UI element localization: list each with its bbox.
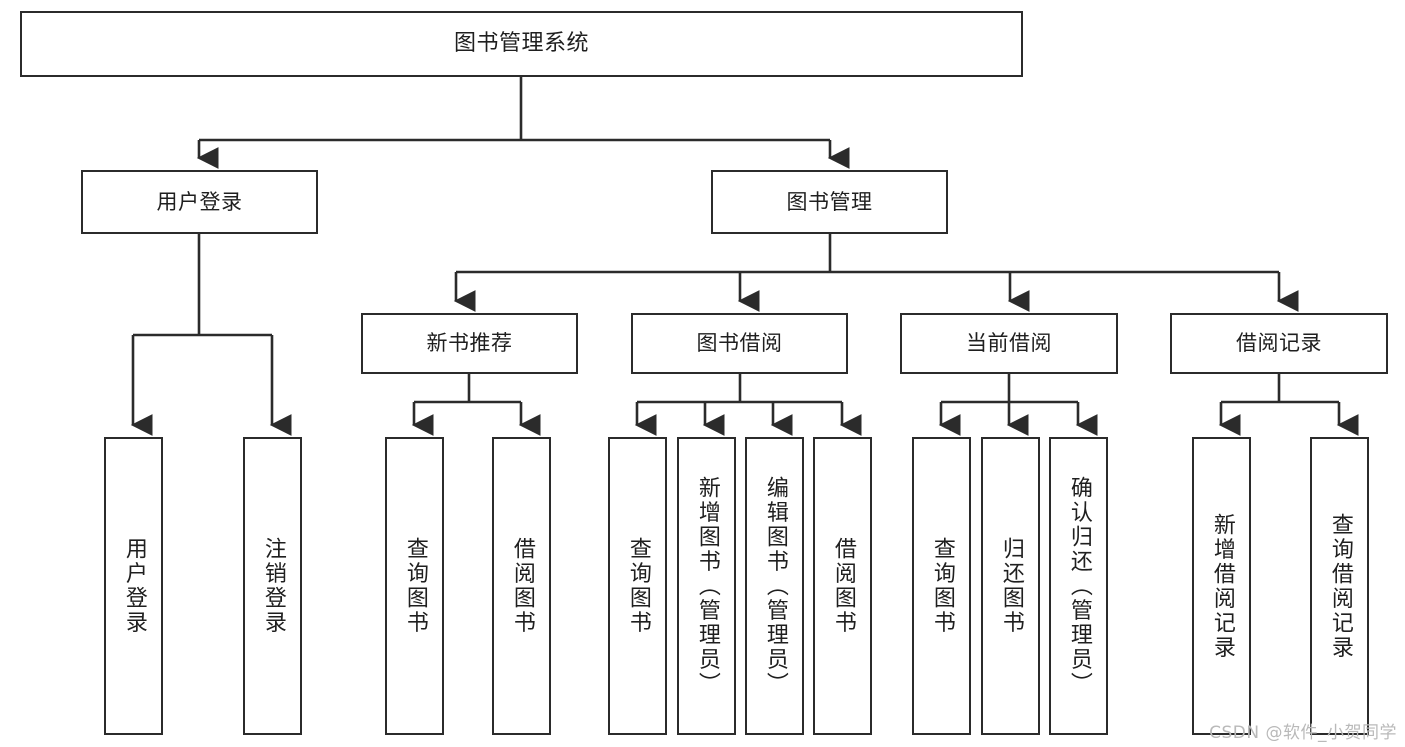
node-label: 用户登录 — [121, 537, 147, 635]
node-label: 编辑图书（管理员） — [762, 475, 788, 697]
node-label: 确认归还（管理员） — [1066, 475, 1092, 697]
node-label: 用户登录 — [156, 189, 243, 214]
leaf-borrow-query-book[interactable]: 查询图书 — [608, 437, 667, 735]
node-label: 借阅图书 — [509, 537, 535, 635]
node-label: 图书管理系统 — [453, 31, 589, 57]
leaf-user-login-signout[interactable]: 注销登录 — [243, 437, 302, 735]
node-label: 借阅图书 — [830, 537, 856, 635]
node-root-system[interactable]: 图书管理系统 — [20, 11, 1023, 77]
leaf-current-return-book[interactable]: 归还图书 — [981, 437, 1040, 735]
leaf-borrow-edit-book-admin[interactable]: 编辑图书（管理员） — [745, 437, 804, 735]
leaf-record-query-record[interactable]: 查询借阅记录 — [1310, 437, 1369, 735]
node-label: 查询图书 — [625, 537, 651, 635]
leaf-current-confirm-return-admin[interactable]: 确认归还（管理员） — [1049, 437, 1108, 735]
leaf-recommend-borrow-book[interactable]: 借阅图书 — [492, 437, 551, 735]
node-book-borrow[interactable]: 图书借阅 — [631, 313, 848, 374]
node-label: 注销登录 — [260, 537, 286, 635]
node-new-book-recommend[interactable]: 新书推荐 — [361, 313, 578, 374]
leaf-recommend-query-book[interactable]: 查询图书 — [385, 437, 444, 735]
leaf-user-login-signin[interactable]: 用户登录 — [104, 437, 163, 735]
leaf-record-add-record[interactable]: 新增借阅记录 — [1192, 437, 1251, 735]
node-book-management[interactable]: 图书管理 — [711, 170, 948, 234]
node-label: 查询借阅记录 — [1327, 512, 1353, 660]
csdn-watermark: CSDN @软件_小贺同学 — [1209, 723, 1397, 743]
node-label: 图书管理 — [786, 189, 873, 214]
node-label: 当前借阅 — [966, 331, 1052, 356]
node-current-borrow[interactable]: 当前借阅 — [900, 313, 1118, 374]
node-borrow-record[interactable]: 借阅记录 — [1170, 313, 1388, 374]
node-label: 新增借阅记录 — [1209, 512, 1235, 660]
node-label: 查询图书 — [402, 537, 428, 635]
leaf-current-query-book[interactable]: 查询图书 — [912, 437, 971, 735]
node-label: 借阅记录 — [1236, 331, 1322, 356]
node-user-login[interactable]: 用户登录 — [81, 170, 318, 234]
node-label: 新书推荐 — [426, 331, 513, 356]
node-label: 查询图书 — [929, 537, 955, 635]
leaf-borrow-add-book-admin[interactable]: 新增图书（管理员） — [677, 437, 736, 735]
node-label: 新增图书（管理员） — [694, 475, 720, 697]
node-label: 归还图书 — [998, 537, 1024, 635]
leaf-borrow-borrow-book[interactable]: 借阅图书 — [813, 437, 872, 735]
node-label: 图书借阅 — [696, 331, 783, 356]
